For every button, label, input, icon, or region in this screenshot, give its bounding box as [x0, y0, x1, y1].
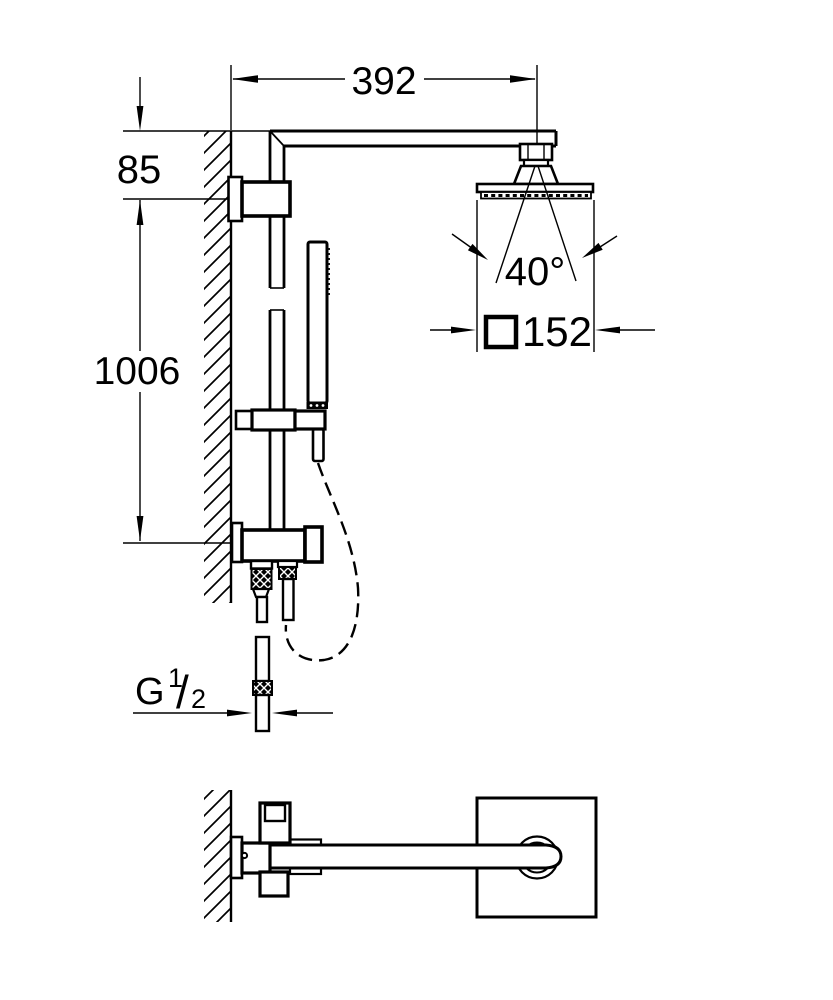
hand-shower-inlet-stem [311, 427, 325, 463]
hand-shower-handle [306, 240, 329, 405]
supply-hose-knurled-nut [252, 680, 273, 696]
head-ball-joint-bell [512, 164, 560, 186]
dimension-head-size: 152 [430, 200, 655, 355]
dimension-thread: G 1 / 2 [133, 663, 333, 718]
valve-block-lower-plan [258, 870, 290, 898]
hand-shower-hose [284, 462, 360, 662]
left-connector-knurled-nut [250, 568, 273, 590]
leader-arrowhead-right [582, 242, 603, 258]
valve-end-cap [303, 525, 324, 564]
plan-view [204, 790, 598, 922]
arrowhead-left [272, 709, 297, 717]
supply-hose [252, 635, 273, 733]
arrowhead-up [136, 200, 144, 225]
dimension-head-offset: 85 [117, 77, 270, 200]
arrowhead-right [451, 326, 476, 334]
thread-fraction-slash: / [176, 666, 189, 718]
left-connector-taper [251, 587, 271, 599]
dim-text-rail-height: 1006 [94, 350, 181, 393]
top-bracket-wall-flange [227, 175, 244, 223]
slider-bracket [234, 408, 327, 432]
arrowhead-left [232, 75, 258, 83]
dimension-arm-reach: 392 [230, 60, 538, 146]
valve-block-upper-plan [258, 801, 292, 845]
arrowhead-right [510, 75, 536, 83]
valve-body [240, 528, 307, 563]
diverter-valve [230, 521, 324, 564]
thread-denominator: 2 [191, 684, 206, 714]
left-connector-tube [255, 595, 269, 624]
dim-text-head-size: 152 [522, 308, 592, 355]
front-view: 392 85 1006 [94, 60, 655, 733]
wall-hatching-front [204, 131, 231, 603]
hand-shower [306, 240, 330, 463]
dim-text-spray-angle: 40° [505, 250, 566, 294]
arrowhead-down [136, 106, 144, 131]
wall-section-plan [204, 790, 233, 922]
valve-outlet-connectors [249, 559, 299, 624]
top-bracket-body [240, 180, 292, 218]
wall-section-front [204, 131, 233, 603]
thread-numerator: 1 [168, 663, 183, 693]
mount-screw-plan [240, 851, 249, 860]
thread-letter: G [135, 671, 165, 713]
head-connector-nut [518, 142, 554, 162]
left-connector-collar [249, 559, 274, 570]
dimension-rail-height: 1006 [94, 200, 232, 544]
right-connector-tube [281, 577, 295, 622]
leader-arrowhead-left [467, 243, 488, 260]
head-shower [475, 142, 595, 200]
arm-bend-mitre [269, 130, 285, 147]
dim-text-arm-reach: 392 [351, 60, 416, 103]
square-dimension-symbol [483, 314, 519, 350]
dim-text-head-offset: 85 [117, 148, 162, 192]
arrowhead-right [227, 709, 252, 717]
arrowhead-down [136, 516, 144, 541]
hand-shower-spray-ticks [326, 248, 330, 295]
wall-hatching-plan [204, 790, 231, 922]
head-plate [475, 182, 595, 194]
mount-flange-plan [229, 835, 244, 880]
spray-cone-left [495, 165, 536, 284]
spray-cone-right [537, 165, 577, 282]
arrowhead-left [595, 326, 620, 334]
top-mount-bracket [227, 175, 292, 223]
right-connector-knurled-nut [278, 566, 297, 580]
dimension-spray-angle: 40° [451, 165, 618, 294]
shower-arm-plan [268, 843, 563, 870]
